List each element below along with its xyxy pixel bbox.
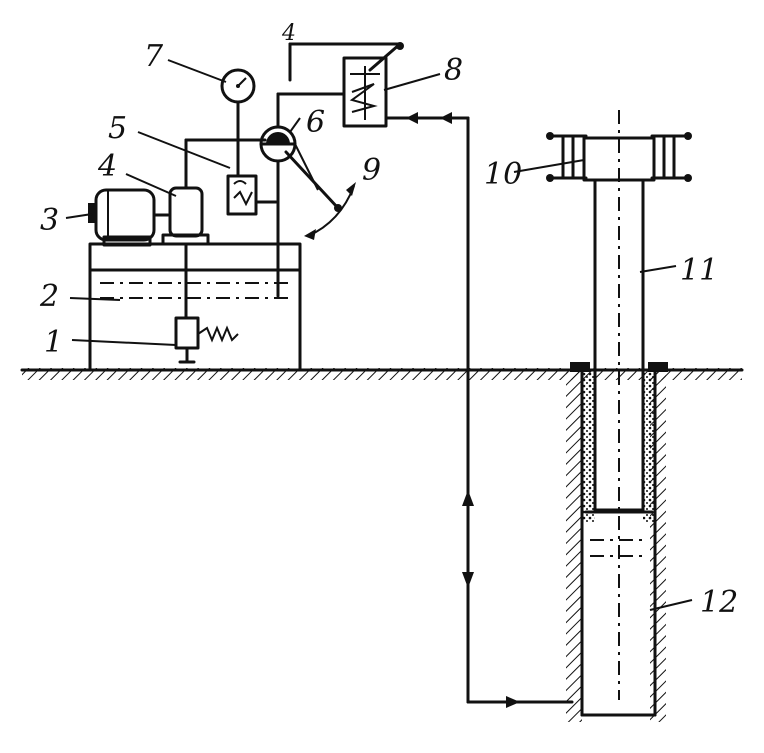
label-5: 5 (108, 111, 127, 146)
label-11: 11 (680, 253, 718, 288)
distributor-valve (259, 92, 346, 298)
leader-lines (65, 59, 693, 611)
tank (88, 242, 302, 372)
label-10: 10 (484, 157, 522, 192)
label-6: 6 (306, 105, 325, 140)
pump (161, 138, 210, 320)
label-8: 8 (444, 53, 463, 88)
label-1: 1 (44, 325, 63, 360)
supply-pipe (462, 116, 574, 708)
pressure-gauge (220, 68, 256, 104)
labels: 1 2 3 4 4 5 6 7 8 9 10 11 12 (39, 21, 738, 620)
suction-filter (174, 316, 239, 364)
label-12: 12 (700, 585, 738, 620)
label-4: 4 (97, 149, 117, 184)
casing-pipe (593, 110, 645, 700)
clamp-head (546, 132, 692, 182)
label-7: 7 (144, 39, 164, 74)
electric-motor (88, 188, 170, 247)
flow-regulator (342, 56, 470, 128)
label-2: 2 (39, 279, 59, 314)
control-lever (284, 150, 356, 240)
label-4-top: 4 (281, 21, 296, 46)
label-3: 3 (40, 203, 59, 238)
relief-valve (226, 174, 278, 216)
label-9: 9 (362, 153, 381, 188)
borehole (566, 362, 668, 722)
